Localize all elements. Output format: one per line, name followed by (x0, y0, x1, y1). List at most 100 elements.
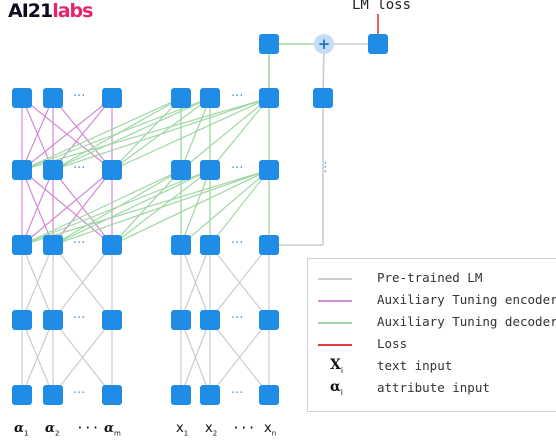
attribute-node (102, 160, 122, 180)
attribute-node (12, 385, 32, 405)
legend-label: Pre-trained LM (377, 270, 483, 285)
pretrained-connection (180, 244, 211, 321)
text-node (200, 88, 220, 108)
input-label: αm (104, 421, 121, 438)
legend-item: Auxiliary Tuning decoder (308, 313, 556, 333)
decoder-connection (111, 97, 182, 171)
legend-line-swatch (318, 300, 352, 302)
ellipsis: ··· (73, 161, 86, 176)
pretrained-output-node (313, 88, 333, 108)
ellipsis: ··· (73, 89, 86, 104)
logo-labs: labs (52, 0, 93, 22)
legend-item: αi attribute input (308, 379, 556, 399)
ellipsis: ··· (73, 311, 86, 326)
encoder-connection (21, 169, 113, 246)
decoder-connection (180, 97, 270, 171)
decoder-connection (52, 169, 211, 246)
legend-line-swatch (318, 278, 352, 280)
input-label: x1 (176, 421, 189, 438)
decoder-connection (21, 169, 182, 246)
attribute-node (102, 235, 122, 255)
decoder-output-node (259, 34, 279, 54)
text-node (259, 310, 279, 330)
text-node (200, 310, 220, 330)
pretrained-connection (52, 319, 113, 396)
logo-ai21: AI21 (8, 0, 53, 22)
text-node (200, 235, 220, 255)
legend-line-swatch (318, 322, 352, 324)
decoder-connection (209, 169, 270, 246)
decoder-connection (111, 169, 182, 246)
input-label: x2 (205, 421, 218, 438)
pretrained-connection (209, 319, 270, 396)
attribute-node (12, 88, 32, 108)
attribute-node (43, 385, 63, 405)
text-node (259, 385, 279, 405)
legend-item: Pre-trained LM (308, 269, 556, 289)
vertical-ellipsis: ⋮ (319, 160, 332, 175)
decoder-connection (52, 97, 182, 171)
decoder-connection (21, 97, 270, 171)
legend-symbol: Xi (330, 357, 344, 375)
loss-node (368, 34, 388, 54)
text-node (259, 88, 279, 108)
ellipsis: ··· (231, 386, 244, 401)
decoder-connection (111, 169, 211, 246)
pretrained-connection (21, 244, 54, 321)
legend-line-swatch (318, 344, 352, 346)
pretrained-connection (52, 244, 113, 321)
ellipsis: ··· (231, 311, 244, 326)
ellipsis: ··· (231, 89, 244, 104)
legend-symbol: αi (330, 379, 344, 397)
text-node (200, 160, 220, 180)
encoder-connection (21, 97, 113, 171)
decoder-connection (52, 97, 211, 171)
input-label: α2 (45, 421, 60, 438)
attribute-node (43, 160, 63, 180)
legend-label: Auxiliary Tuning decoder (377, 314, 556, 329)
decoder-connection (180, 169, 211, 246)
attribute-node (102, 385, 122, 405)
text-node (200, 385, 220, 405)
legend-label: Auxiliary Tuning encoder (377, 292, 556, 307)
legend-label: Loss (377, 336, 408, 351)
decoder-connection (111, 97, 211, 171)
input-label: α1 (14, 421, 29, 438)
decoder-connection (180, 169, 270, 246)
input-label: ··· (76, 421, 100, 436)
attribute-node (12, 160, 32, 180)
attribute-node (43, 88, 63, 108)
text-node (171, 160, 191, 180)
decoder-connection (111, 97, 270, 171)
decoder-connection (21, 169, 270, 246)
decoder-connection (180, 97, 211, 171)
attribute-node (12, 235, 32, 255)
decoder-connection (52, 169, 182, 246)
decoder-connection (111, 169, 270, 246)
ellipsis: ··· (231, 236, 244, 251)
legend-label: attribute input (377, 380, 490, 395)
text-node (171, 235, 191, 255)
text-node (259, 235, 279, 255)
legend-item: Loss (308, 335, 556, 355)
input-label: xn (264, 421, 277, 438)
legend-item: Xi text input (308, 357, 556, 377)
attribute-node (43, 235, 63, 255)
sum-node (314, 34, 334, 54)
legend-item: Auxiliary Tuning encoder (308, 291, 556, 311)
text-node (171, 310, 191, 330)
decoder-connection (21, 97, 182, 171)
text-node (171, 88, 191, 108)
attribute-node (102, 310, 122, 330)
ellipsis: ··· (73, 236, 86, 251)
legend-label: text input (377, 358, 453, 373)
pretrained-connection (180, 319, 211, 396)
attribute-node (12, 310, 32, 330)
ellipsis: ··· (73, 386, 86, 401)
input-label: ··· (232, 421, 256, 436)
lm-loss-label: LM loss (352, 0, 412, 13)
encoder-connection (52, 169, 113, 246)
text-node (259, 160, 279, 180)
